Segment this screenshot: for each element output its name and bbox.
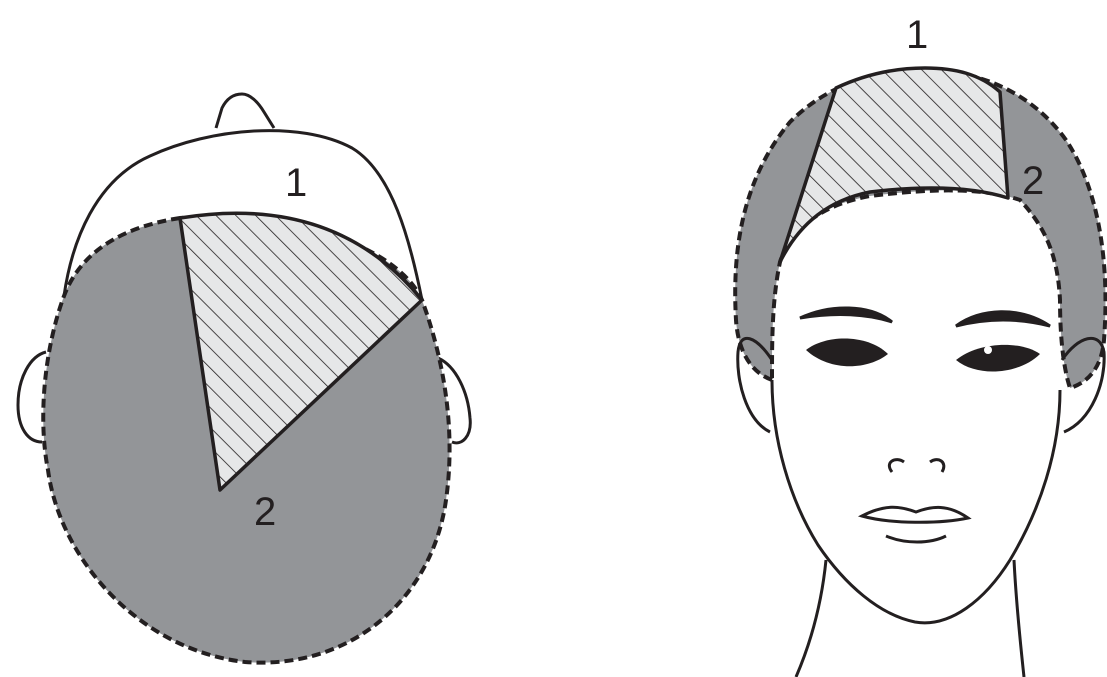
right-eyebrow (956, 312, 1050, 326)
top-view-head: 1 2 (18, 94, 470, 663)
lips (862, 507, 968, 522)
neck-left (796, 560, 826, 677)
nose-tip (216, 94, 274, 128)
lower-lip (886, 536, 946, 542)
front-view-head: 1 2 (735, 13, 1105, 677)
left-eye (806, 338, 888, 366)
right-eye-highlight (984, 346, 992, 354)
top-view-label-2: 2 (254, 490, 276, 534)
left-eyebrow (800, 308, 892, 322)
right-eye (956, 345, 1040, 372)
nose (889, 460, 943, 472)
top-view-label-1: 1 (285, 161, 307, 205)
front-view-label-1: 1 (906, 13, 928, 57)
neck-right (1014, 560, 1024, 677)
front-view-label-2: 2 (1022, 159, 1044, 203)
front-zone-1-panel (780, 68, 1008, 262)
